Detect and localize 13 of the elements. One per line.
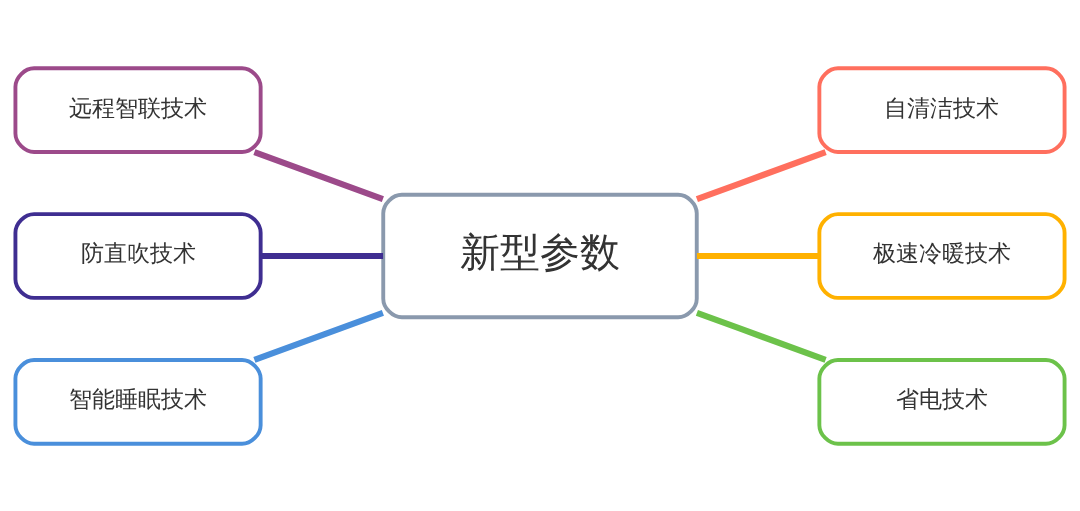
connector	[260, 252, 384, 259]
connector	[253, 309, 384, 363]
connector	[696, 252, 819, 259]
connector	[253, 148, 384, 202]
node-box: 智能睡眠技术	[13, 357, 263, 446]
node-box: 省电技术	[817, 357, 1067, 446]
node-box: 自清洁技术	[817, 65, 1067, 154]
connector	[695, 148, 827, 202]
node-box: 新型参数	[381, 192, 699, 319]
node-box: 防直吹技术	[13, 211, 263, 300]
node-box: 远程智联技术	[13, 65, 263, 154]
connector	[695, 309, 827, 363]
node-box: 极速冷暖技术	[817, 211, 1067, 300]
